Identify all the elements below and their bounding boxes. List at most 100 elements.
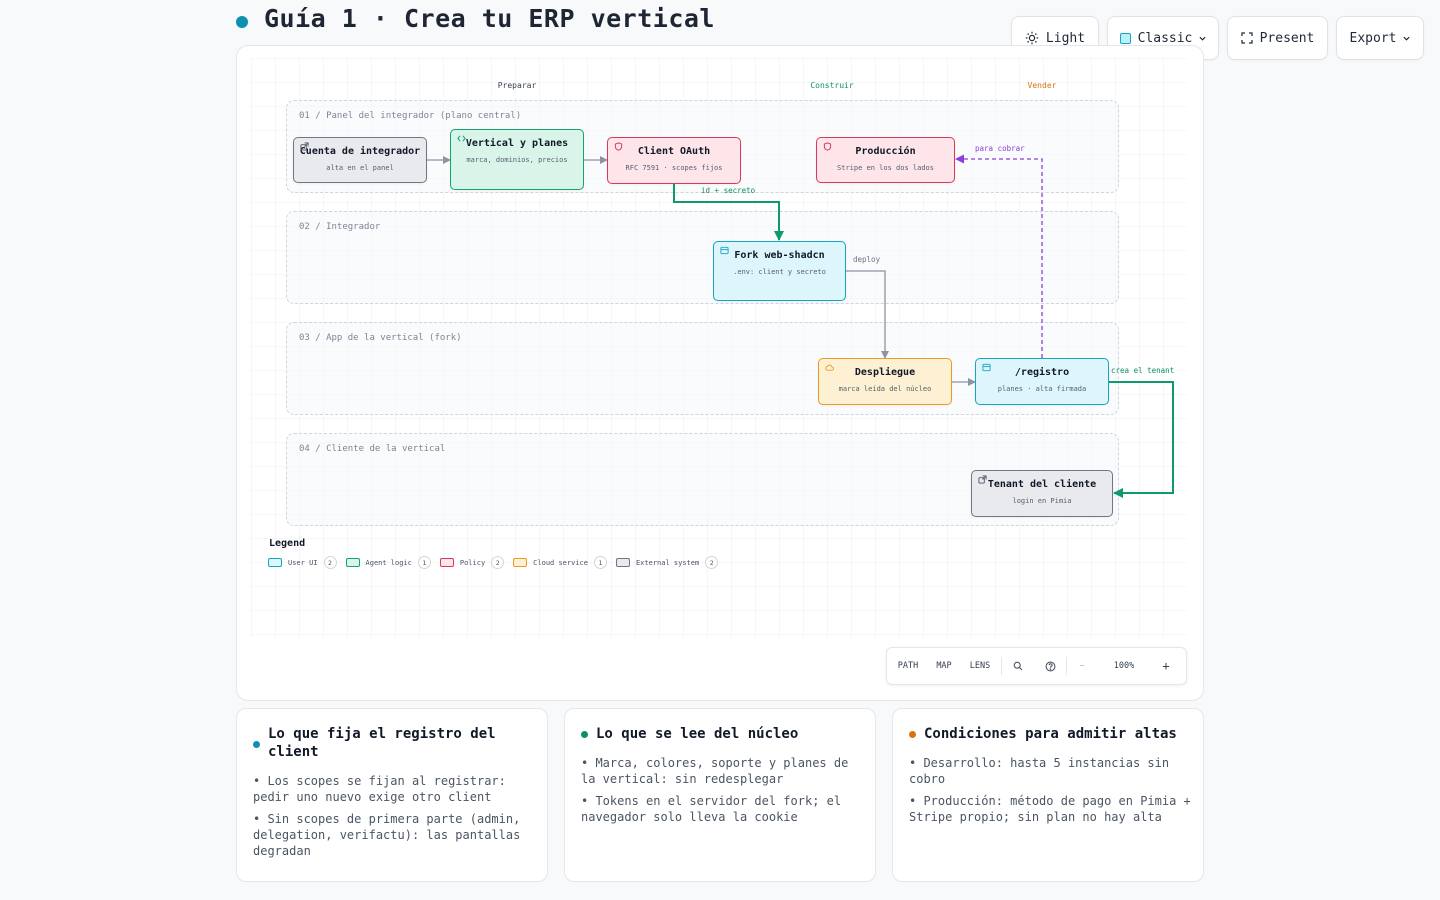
legend-swatch xyxy=(345,558,360,567)
legend-label: Agent logic xyxy=(365,558,412,567)
node-subtitle: login en Pimia xyxy=(1012,497,1072,505)
legend-title: Legend xyxy=(269,538,306,549)
legend-count: 1 xyxy=(593,556,607,569)
title-dot xyxy=(236,16,248,28)
path-button[interactable]: PATH xyxy=(897,661,919,671)
window-icon xyxy=(720,246,729,255)
info-card-nucleo: Lo que se lee del núcleo • Marca, colore… xyxy=(564,708,876,882)
legend-count: 2 xyxy=(323,556,337,569)
external-icon xyxy=(300,142,309,151)
card-bullet: • Sin scopes de primera parte (admin, de… xyxy=(253,812,521,858)
node-cuenta-integrador[interactable]: Cuenta de integrador alta en el panel xyxy=(293,137,427,183)
node-registro[interactable]: /registro planes · alta firmada xyxy=(975,358,1109,405)
export-button[interactable]: Export xyxy=(1336,16,1424,60)
node-fork-web-shadcn[interactable]: Fork web-shadcn .env: client y secreto xyxy=(713,241,846,301)
legend-item-user-ui[interactable]: User UI 2 xyxy=(268,556,337,569)
help-button[interactable] xyxy=(1034,648,1066,684)
edge-label-id-secreto: id + secreto xyxy=(701,186,756,195)
divider xyxy=(1001,657,1002,675)
lane-label: 02 / Integrador xyxy=(299,222,381,232)
node-title: Producción xyxy=(855,146,916,157)
page-title: Guía 1 · Crea tu ERP vertical xyxy=(264,4,715,33)
edge-label-deploy: deploy xyxy=(853,255,881,264)
legend-label: External system xyxy=(635,558,700,567)
node-produccion[interactable]: Producción Stripe en los dos lados xyxy=(816,137,955,183)
palette-swatch-icon xyxy=(1119,32,1131,44)
node-vertical-planes[interactable]: Vertical y planes marca, dominios, preci… xyxy=(450,129,584,190)
node-subtitle: Stripe en los dos lados xyxy=(837,164,934,172)
export-label: Export xyxy=(1349,30,1397,46)
edge-registro-produccion xyxy=(955,154,1043,358)
legend-count: 1 xyxy=(417,556,431,569)
zoom-level: 100% xyxy=(1113,661,1135,671)
code-icon xyxy=(457,135,466,142)
window-icon xyxy=(982,363,991,372)
canvas-controls: PATH MAP LENS − 100% + xyxy=(886,647,1187,685)
legend-label: User UI xyxy=(288,558,318,567)
present-button[interactable]: Present xyxy=(1227,16,1328,60)
legend-count: 2 xyxy=(491,556,505,569)
node-despliegue[interactable]: Despliegue marca leída del núcleo xyxy=(818,358,952,405)
card-bullet: • Tokens en el servidor del fork; el nav… xyxy=(581,794,842,824)
card-title: Condiciones para admitir altas xyxy=(924,726,1177,742)
node-tenant-cliente[interactable]: Tenant del cliente login en Pimia xyxy=(971,470,1113,517)
zoom-in-button[interactable]: + xyxy=(1162,659,1170,673)
phase-label-construir: Construir xyxy=(810,81,854,90)
lens-button[interactable]: LENS xyxy=(969,661,991,671)
node-subtitle: RFC 7591 · scopes fijos xyxy=(625,164,723,172)
legend-count: 2 xyxy=(705,556,719,569)
node-subtitle: planes · alta firmada xyxy=(997,385,1087,393)
legend: User UI 2 Agent logic 1 Policy 2 Cloud s… xyxy=(268,556,719,569)
shield-icon xyxy=(823,142,832,151)
legend-swatch xyxy=(513,558,528,567)
edge-label-para-cobrar: para cobrar xyxy=(975,144,1025,153)
legend-swatch xyxy=(268,558,282,567)
card-dot xyxy=(253,741,260,748)
node-title: Tenant del cliente xyxy=(987,479,1097,490)
legend-label: Cloud service xyxy=(533,558,588,567)
search-icon xyxy=(1013,661,1023,671)
card-bullet: • Los scopes se fijan al registrar: pedi… xyxy=(253,774,506,804)
node-subtitle: alta en el panel xyxy=(326,164,394,172)
node-client-oauth[interactable]: Client OAuth RFC 7591 · scopes fijos xyxy=(607,137,741,184)
edge-fork-despliegue xyxy=(846,270,889,359)
node-title: Client OAuth xyxy=(637,146,711,157)
chevron-down-icon xyxy=(1403,36,1411,41)
legend-item-agent-logic[interactable]: Agent logic 1 xyxy=(345,556,431,569)
info-card-registro: Lo que fija el registro del client • Los… xyxy=(236,708,548,882)
chevron-down-icon xyxy=(1199,36,1206,41)
legend-item-policy[interactable]: Policy 2 xyxy=(439,556,505,569)
legend-label: Policy xyxy=(459,558,486,567)
info-card-altas: Condiciones para admitir altas • Desarro… xyxy=(892,708,1204,882)
node-title: Fork web-shadcn xyxy=(734,250,825,261)
legend-swatch xyxy=(615,558,630,567)
legend-swatch xyxy=(439,558,454,567)
legend-item-external-system[interactable]: External system 2 xyxy=(615,556,719,569)
node-subtitle: marca leída del núcleo xyxy=(838,385,932,393)
zoom-out-button[interactable]: − xyxy=(1079,661,1085,671)
style-label: Classic xyxy=(1137,30,1193,46)
map-button[interactable]: MAP xyxy=(936,661,952,671)
card-bullets: • Desarrollo: hasta 5 instancias sin cob… xyxy=(909,755,1194,831)
node-title: Cuenta de integrador xyxy=(299,146,421,157)
legend-item-cloud-service[interactable]: Cloud service 1 xyxy=(513,556,607,569)
edge-label-crea-tenant: crea el tenant xyxy=(1111,366,1174,375)
cloud-icon xyxy=(825,364,834,371)
fullscreen-icon xyxy=(1240,32,1253,44)
card-title: Lo que fija el registro del client xyxy=(268,726,496,760)
card-dot xyxy=(581,731,588,738)
phase-label-preparar: Preparar xyxy=(497,81,537,90)
card-dot xyxy=(909,731,916,738)
card-bullet: • Marca, colores, soporte y planes de la… xyxy=(581,756,849,786)
diagram-canvas[interactable]: Preparar Construir Vender 01 / Panel del… xyxy=(236,45,1204,701)
lane-integrador: 02 / Integrador xyxy=(286,211,1119,304)
node-subtitle: marca, dominios, precios xyxy=(466,156,568,164)
card-title: Lo que se lee del núcleo xyxy=(596,726,799,742)
divider xyxy=(1066,657,1067,675)
card-bullet: • Desarrollo: hasta 5 instancias sin cob… xyxy=(909,756,1170,786)
search-button[interactable] xyxy=(1002,648,1034,684)
node-title: Vertical y planes xyxy=(465,138,569,149)
shield-icon xyxy=(614,142,623,151)
lane-label: 04 / Cliente de la vertical xyxy=(299,444,446,454)
edge-oauth-fork xyxy=(673,184,784,241)
